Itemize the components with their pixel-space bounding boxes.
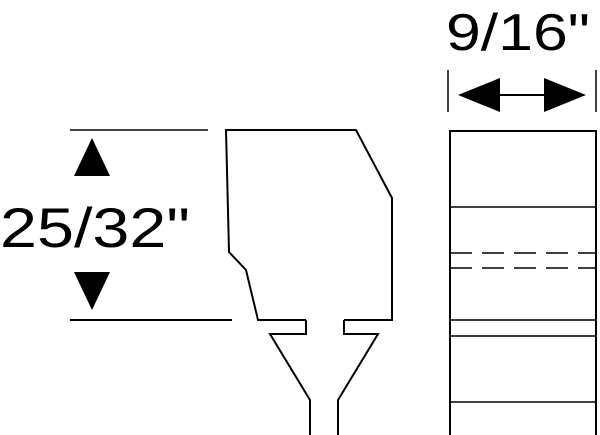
end-view-outline	[449, 130, 597, 435]
width-arrow-right-icon	[544, 78, 586, 112]
width-dimension: 9/16"	[446, 4, 597, 112]
profile-clip-outline	[268, 320, 311, 435]
profile-view	[224, 129, 393, 435]
height-dimension: 25/32"	[0, 129, 232, 321]
end-view	[449, 130, 597, 435]
height-dimension-label: 25/32"	[0, 196, 190, 259]
profile-body-outline	[224, 129, 306, 321]
width-arrow-left-icon	[458, 78, 500, 112]
width-dimension-label: 9/16"	[446, 4, 590, 62]
profile-clip-outline-right	[337, 320, 380, 435]
height-arrow-down-icon	[74, 272, 110, 310]
height-arrow-up-icon	[74, 138, 110, 176]
profile-body-outline-right	[304, 129, 393, 321]
